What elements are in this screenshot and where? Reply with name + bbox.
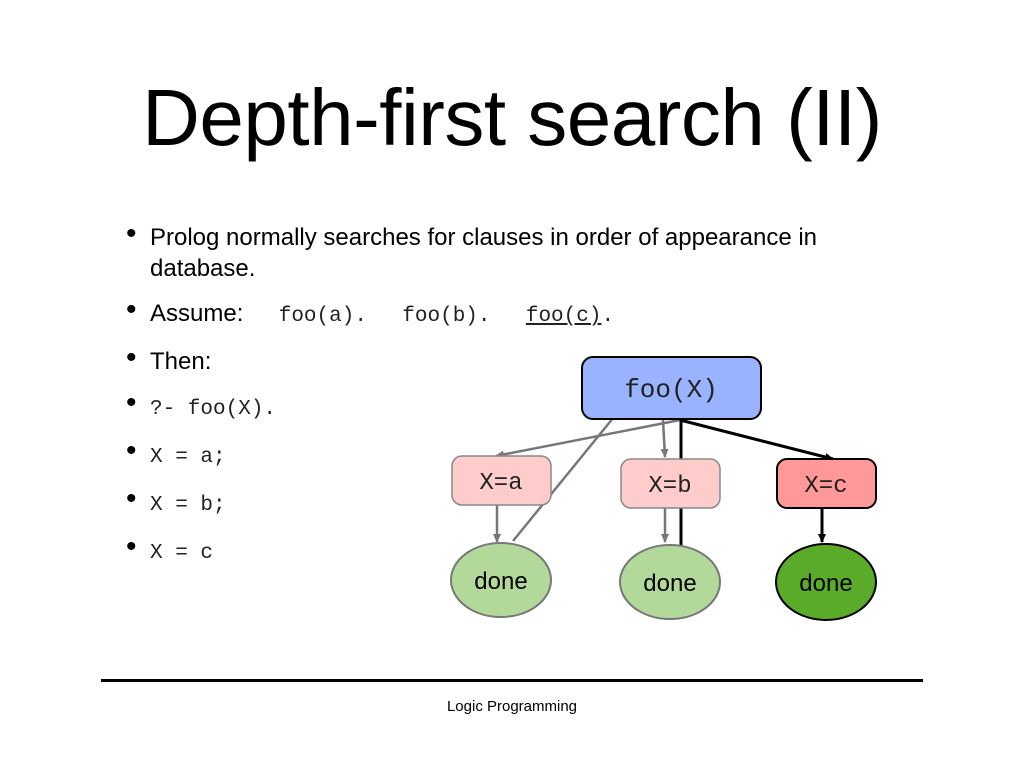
code-fact-a: foo(a). [278, 305, 367, 328]
bullet-text: Then: [150, 348, 212, 375]
tree-node-x-c: X=c [776, 458, 877, 509]
bullet-dot: • [126, 386, 137, 419]
code-fact-c-period: . [601, 305, 615, 328]
bullet-dot: • [126, 530, 137, 563]
bullet-dot: • [126, 434, 137, 467]
bullet-list: • Prolog normally searches for clauses i… [126, 218, 886, 583]
bullet-then: • Then: [126, 342, 886, 377]
backtrack-a-to-root [512, 411, 619, 542]
leaf-label: done [643, 570, 696, 597]
footer-divider [101, 679, 923, 682]
bullet-assume: • Assume: foo(a). foo(b). foo(c). [126, 294, 886, 332]
bullet-answer-c: • X = c [126, 531, 886, 569]
edge-root-to-c [679, 418, 834, 461]
tree-leaf-done-c: done [775, 543, 877, 621]
root-label: foo(X) [624, 375, 718, 405]
node-label: X=b [648, 473, 691, 500]
answer-text: X = b; [150, 494, 226, 517]
leaf-label: done [799, 570, 852, 597]
answer-text: X = a; [150, 446, 226, 469]
bullet-answer-a: • X = a; [126, 435, 886, 473]
bullet-answer-b: • X = b; [126, 483, 886, 521]
bullet-dot: • [126, 482, 137, 515]
footer-text: Logic Programming [446, 698, 578, 715]
leaf-label: done [474, 568, 527, 595]
node-label: X=a [479, 470, 522, 497]
code-fact-c: foo(c) [525, 305, 602, 328]
tree-node-x-a: X=a [451, 455, 552, 506]
tree-node-x-b: X=b [620, 458, 721, 509]
query-text: ?- foo(X). [150, 398, 277, 421]
bullet-search-order: • Prolog normally searches for clauses i… [126, 218, 886, 284]
node-label: X=c [804, 473, 847, 500]
edge-root-to-b [660, 419, 669, 458]
bullet-query: • ?- foo(X). [126, 387, 886, 425]
tree-leaf-done-b: done [619, 544, 721, 620]
answer-text: X = c [150, 542, 214, 565]
bullet-dot: • [126, 217, 137, 250]
code-fact-b: foo(b). [402, 305, 491, 328]
slide-title: Depth-first search (II) [142, 73, 882, 162]
bullet-text: Assume: [150, 300, 244, 327]
edge-root-to-a [495, 418, 681, 459]
tree-root-node: foo(X) [581, 356, 762, 420]
bullet-text: Prolog normally searches for clauses in … [150, 224, 818, 282]
bullet-dot: • [126, 341, 137, 374]
tree-leaf-done-a: done [450, 542, 552, 618]
bullet-dot: • [126, 293, 137, 326]
